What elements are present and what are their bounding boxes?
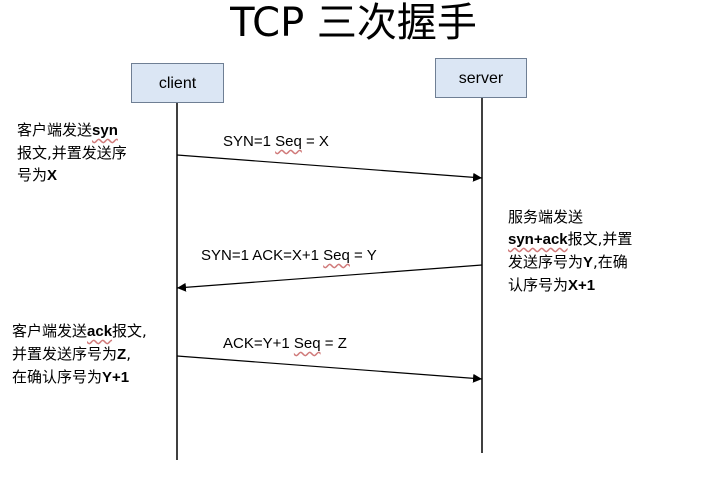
- note-keyword: Z: [117, 346, 127, 363]
- client-syn-note-line-2: 报文,并置发送序: [17, 144, 127, 162]
- server-synack-note: 服务端发送 syn+ack报文,并置 发送序号为Y,在确 认序号为X+1: [508, 206, 632, 297]
- note-keyword: syn: [92, 122, 118, 139]
- client-syn-note-line-3: 号为X: [17, 164, 127, 187]
- note-text: 客户端发送: [12, 322, 88, 340]
- client-ack-note: 客户端发送ack报文, 并置发送序号为Z, 在确认序号为Y+1: [12, 320, 147, 389]
- ack-message-seq-value: = Z: [320, 335, 347, 352]
- client-box: client: [131, 63, 224, 103]
- syn-message-flags: SYN=1: [223, 133, 276, 150]
- note-text: 报文,并置: [567, 230, 633, 248]
- note-text: 并置发送序号为: [12, 345, 118, 363]
- syn-message-label: SYN=1 Seq = X: [223, 132, 329, 152]
- server-synack-note-line-2: syn+ack报文,并置: [508, 228, 632, 251]
- server-label: server: [458, 70, 504, 87]
- server-synack-note-line-4: 认序号为X+1: [508, 274, 632, 297]
- note-keyword: ack: [87, 323, 113, 340]
- note-keyword: syn+ack: [508, 231, 568, 248]
- client-ack-note-line-1: 客户端发送ack报文,: [12, 320, 147, 343]
- syn-message-seq-word: Seq: [275, 133, 302, 150]
- server-synack-note-line-3: 发送序号为Y,在确: [508, 251, 632, 274]
- note-text: 在确认序号为: [12, 368, 103, 386]
- note-text: 号为: [17, 166, 48, 184]
- note-text: ,: [126, 345, 131, 363]
- note-keyword: Y: [583, 254, 594, 271]
- note-text: 发送序号为: [508, 253, 584, 271]
- syn-ack-arrow: [176, 264, 483, 292]
- note-keyword: Y+1: [102, 369, 130, 386]
- note-keyword: X: [47, 167, 58, 184]
- note-text: 认序号为: [508, 276, 569, 294]
- note-keyword: X+1: [568, 277, 596, 294]
- server-box: server: [435, 58, 527, 98]
- ack-message-seq-word: Seq: [293, 335, 321, 352]
- syn-ack-message-flags: SYN=1 ACK=X+1: [201, 247, 324, 264]
- client-label: client: [158, 75, 197, 92]
- client-syn-note-line-1: 客户端发送syn: [17, 119, 127, 142]
- syn-ack-message-label: SYN=1 ACK=X+1 Seq = Y: [201, 246, 377, 266]
- note-text: 报文,: [112, 322, 147, 340]
- client-ack-note-line-2: 并置发送序号为Z,: [12, 343, 147, 366]
- client-ack-note-line-3: 在确认序号为Y+1: [12, 366, 147, 389]
- diagram-title: TCP 三次握手: [230, 0, 477, 46]
- client-syn-note: 客户端发送syn 报文,并置发送序 号为X: [17, 119, 127, 187]
- ack-arrow: [176, 355, 483, 383]
- note-text: ,在确: [593, 253, 628, 271]
- syn-arrow: [176, 154, 483, 182]
- syn-ack-message-seq-word: Seq: [323, 247, 350, 264]
- ack-message-label: ACK=Y+1 Seq = Z: [223, 334, 347, 354]
- syn-message-seq-value: = X: [301, 133, 329, 150]
- note-text: 客户端发送: [17, 121, 93, 139]
- server-synack-note-line-1: 服务端发送: [508, 208, 584, 226]
- syn-ack-message-seq-value: = Y: [349, 247, 377, 264]
- ack-message-flags: ACK=Y+1: [223, 335, 294, 352]
